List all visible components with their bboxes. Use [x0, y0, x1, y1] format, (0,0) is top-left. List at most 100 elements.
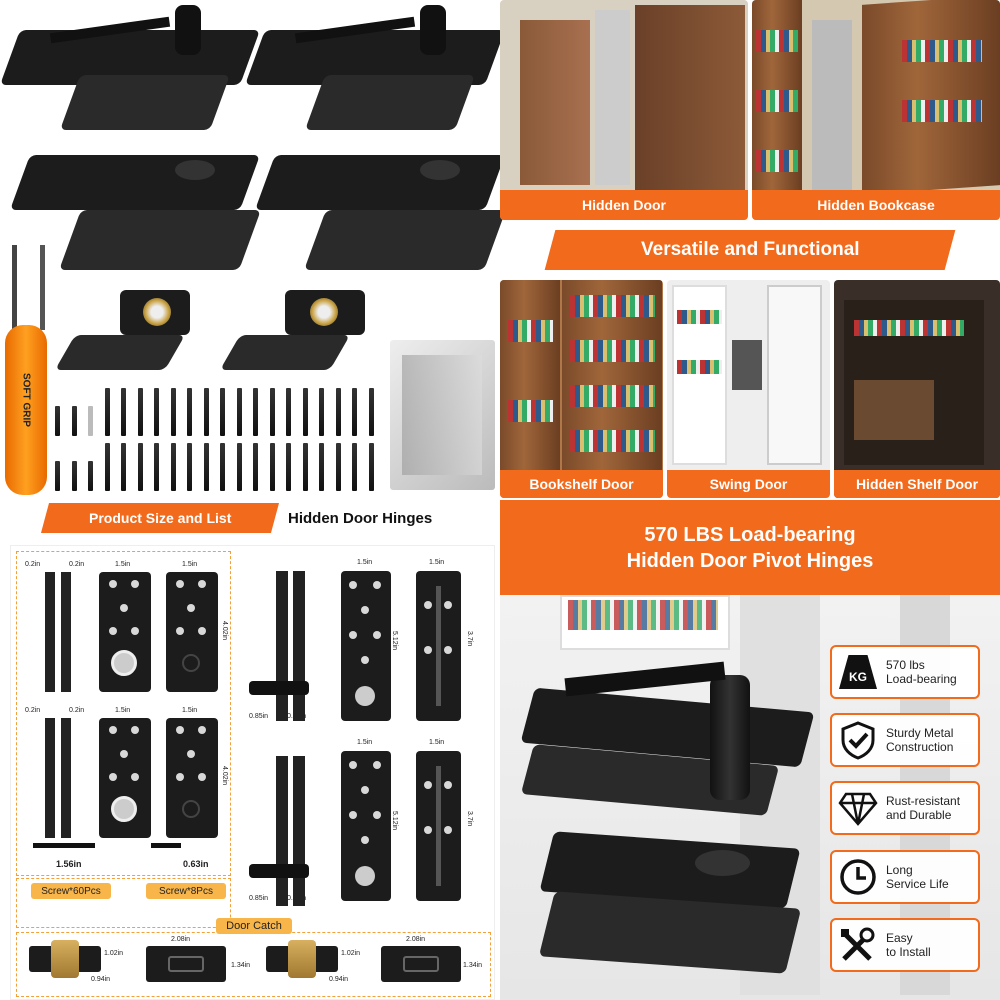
dimension-label: 3.7in	[466, 811, 473, 827]
hinge-plate-back	[416, 751, 461, 901]
door-catch-plate	[266, 940, 338, 978]
screw-icon	[368, 388, 374, 436]
pivot-hinge-closeup	[505, 660, 815, 1000]
hinge-side-view	[276, 756, 288, 906]
versatile-label: Versatile and Functional	[640, 239, 860, 260]
screw-icon	[154, 443, 159, 491]
dimension-label: 0.2in	[69, 707, 85, 714]
dimension-label: 1.5in	[357, 559, 373, 566]
screw-icon	[154, 388, 159, 436]
screwdriver-label: SOFT GRIP	[20, 373, 32, 427]
screw-icon	[269, 388, 275, 436]
screw-length-label: 0.63in	[183, 859, 209, 869]
pivot-hinge-image	[9, 150, 261, 280]
tools-icon	[841, 927, 875, 961]
hinge-plate-back	[416, 571, 461, 721]
dimension-label: 0.85in	[249, 895, 269, 902]
hinge-side-view	[45, 718, 55, 838]
hinge-plate-back	[166, 572, 218, 692]
dimension-label: 1.5in	[115, 561, 131, 568]
product-size-list-label: Product Size and List	[88, 510, 232, 526]
hinge-side-view	[61, 718, 71, 838]
door-catch-image	[219, 290, 370, 375]
dimension-label: 2.08in	[171, 936, 191, 943]
headline-banner: 570 LBS Load-bearing Hidden Door Pivot H…	[500, 500, 1000, 595]
swing-door-photo: Swing Door	[667, 280, 830, 498]
dimension-label: 1.02in	[104, 950, 124, 957]
feature-line2: Construction	[886, 740, 954, 754]
screw-icon	[302, 443, 308, 491]
dimension-label: 1.5in	[115, 707, 131, 714]
dimension-label: 0.85in	[287, 713, 307, 720]
screw-icon	[71, 406, 77, 436]
dimension-label: 1.5in	[182, 561, 198, 568]
hidden-shelf-door-photo: Hidden Shelf Door	[834, 280, 1000, 498]
dimension-label: 0.2in	[69, 561, 85, 568]
screw-icon	[286, 388, 291, 436]
hidden-door-preview	[390, 340, 495, 490]
hidden-door-label: Hidden Door	[582, 197, 666, 213]
screw-icon	[170, 388, 176, 436]
screw-icon	[368, 443, 374, 491]
dimension-label: 0.85in	[287, 895, 307, 902]
screw-icon	[88, 461, 93, 491]
screw-count-label: Screw*60Pcs	[41, 885, 101, 897]
dimension-label: 5.12in	[391, 811, 398, 831]
screw-icon	[319, 443, 324, 491]
screw-icon	[88, 406, 93, 436]
feature-line1: Rust-resistant	[886, 794, 961, 808]
screw-icon	[137, 388, 143, 436]
door-catch-image	[54, 290, 195, 375]
product-kit-panel: SOFT GRIP Product Size and List Hidden D…	[0, 0, 506, 533]
screw-icon	[319, 388, 324, 436]
dimension-label: 4.02in	[221, 766, 228, 786]
screw-icon	[220, 388, 225, 436]
dimension-label: 3.7in	[466, 631, 473, 647]
shield-check-icon	[841, 721, 875, 760]
screw-icon	[236, 443, 242, 491]
screw-icon	[335, 443, 341, 491]
dimension-label: 0.2in	[25, 561, 41, 568]
hinge-plate-back	[166, 718, 218, 838]
diamond-icon	[838, 792, 878, 826]
feature-line1: 570 lbs	[886, 658, 925, 672]
screw-icon	[71, 461, 77, 491]
hinge-side-view	[45, 572, 55, 692]
product-size-list-banner: Product Size and List	[40, 503, 280, 533]
dimension-label: 2.08in	[406, 936, 426, 943]
screw-icon	[220, 443, 225, 491]
dimensions-panel: 0.2in 0.2in 1.5in 1.5in 4.02in 0.2in 0.2…	[10, 545, 495, 1000]
hidden-bookcase-label: Hidden Bookcase	[817, 197, 935, 213]
pivot-hinge-image	[254, 150, 506, 280]
screw-icon	[121, 443, 126, 491]
feature-line2: Load-bearing	[886, 672, 957, 686]
dimension-label: 0.94in	[329, 976, 349, 983]
screw-icon	[137, 443, 143, 491]
dimension-label: 1.5in	[182, 707, 198, 714]
screwdriver-image: SOFT GRIP	[0, 245, 50, 500]
swing-door-label: Swing Door	[709, 476, 788, 492]
headline-line1: 570 LBS Load-bearing	[644, 523, 856, 546]
feature-line1: Easy	[886, 931, 913, 945]
screws-image	[55, 388, 385, 498]
hinge-side-view	[293, 571, 305, 721]
screw-icon	[236, 388, 242, 436]
long-screw-image	[33, 843, 95, 848]
dimension-label: 1.02in	[341, 950, 361, 957]
screw-icon	[187, 443, 192, 491]
pivot-hinge-image	[244, 5, 506, 135]
hinge-plate-front	[99, 572, 151, 692]
hidden-shelf-door-label: Hidden Shelf Door	[855, 476, 979, 492]
screw-icon	[170, 443, 176, 491]
pivot-hinge-image	[0, 5, 261, 135]
screw-icon	[55, 406, 60, 436]
dimension-label: 1.34in	[231, 962, 251, 969]
kg-icon-text: KG	[849, 670, 867, 684]
hinge-plate-front	[341, 571, 391, 721]
screw-icon	[253, 443, 258, 491]
dimension-label: 4.02in	[221, 621, 228, 641]
dimension-label: 1.5in	[429, 739, 445, 746]
